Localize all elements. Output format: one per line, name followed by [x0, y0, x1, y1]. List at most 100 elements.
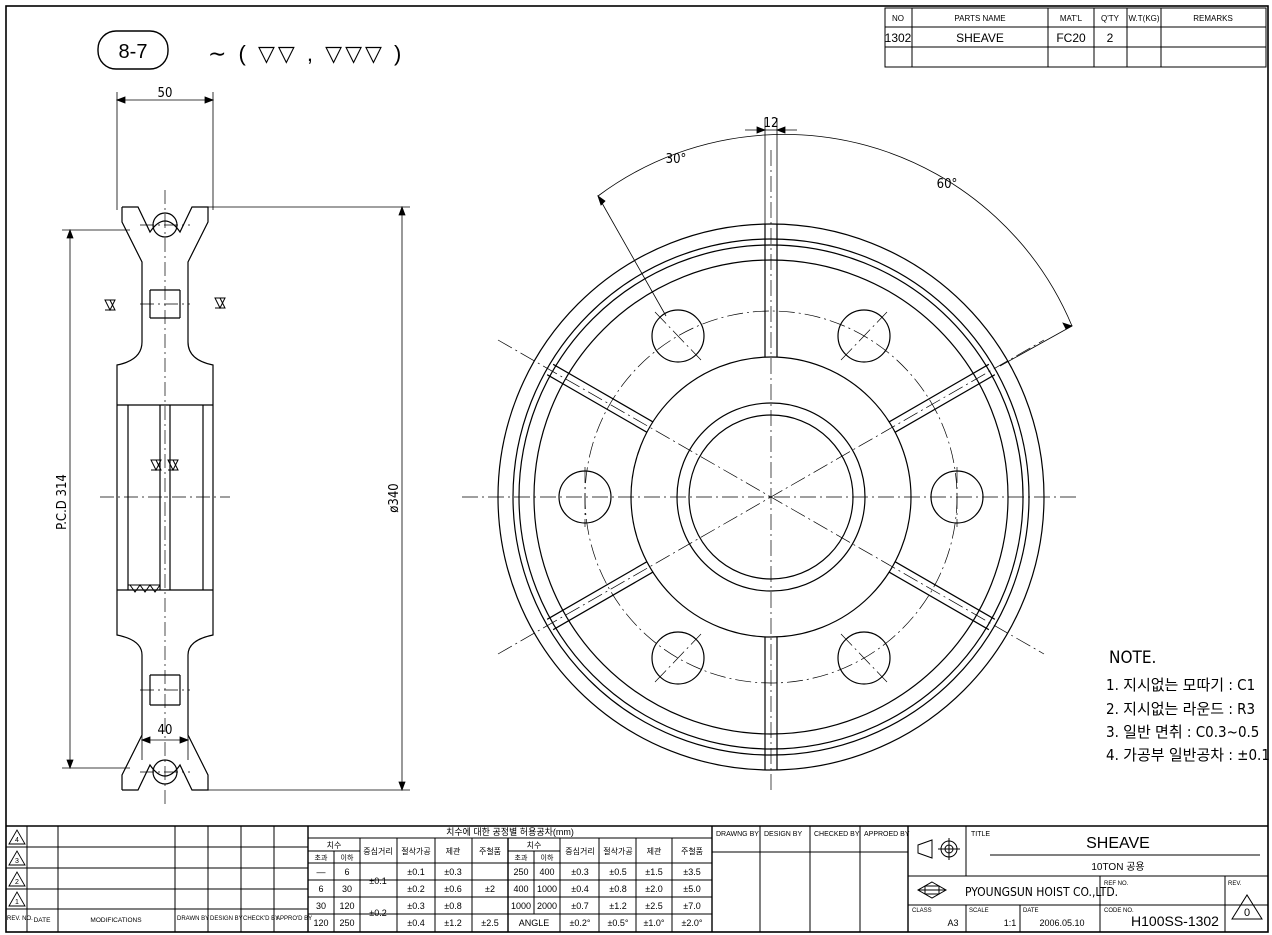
drawing-tag-label: 8-7 — [119, 41, 148, 63]
revision-block: 4 3 2 1 REV. NO. DATE MODIFICATIONS DRAW… — [7, 829, 312, 924]
tol-r-r2-c5: ±7.0 — [683, 901, 700, 911]
tol-l-r1-c3: ±0.2 — [407, 884, 424, 894]
svg-text:2: 2 — [15, 879, 19, 886]
side-view-centerlines — [100, 190, 230, 805]
tol-h-size-r: 치수 — [527, 841, 542, 850]
notes: NOTE. 1. 지시없는 모따기 : C1 2. 지시없는 라운드 : R3 … — [1106, 648, 1270, 764]
tol-r-r1-c2: ±0.4 — [571, 884, 588, 894]
rev-header-checkd: CHECK'D BY — [243, 916, 279, 922]
tol-l-r3-c2: ±0.2 — [369, 908, 386, 918]
class-value: A3 — [947, 918, 958, 928]
tol-h-sub1-r: 초과 — [515, 853, 528, 862]
parts-cell-qty: 2 — [1107, 31, 1114, 45]
tol-h-size-l: 치수 — [327, 841, 342, 850]
tol-l-r3-c5: ±2.5 — [481, 918, 498, 928]
tol-h-cut-r: 절삭가공 — [603, 846, 632, 856]
tol-l-r0-c0: — — [317, 867, 326, 877]
tol-r-r3-c4: ±1.0° — [643, 918, 664, 928]
class-label: CLASS — [912, 908, 932, 914]
tolerance-table: 치수에 대한 공정별 허용공차(mm) 치수 초과 이하 중심거리 절삭가공 제… — [313, 826, 703, 928]
tol-r-r3-c0: ANGLE — [519, 918, 550, 928]
tol-r-r3-c3: ±0.5° — [607, 918, 628, 928]
tol-r-r0-c5: ±3.5 — [683, 867, 700, 877]
drawing-tag: 8-7 — [97, 30, 169, 70]
tol-l-r0-c1: 6 — [344, 867, 349, 877]
dim-angle-30: 30° — [666, 152, 687, 167]
date-label: DATE — [1023, 908, 1039, 914]
tol-l-r2-c3: ±0.3 — [407, 901, 424, 911]
tol-l-r2-c0: 30 — [316, 901, 326, 911]
tol-r-r1-c5: ±5.0 — [683, 884, 700, 894]
tol-r-r3-c5: ±2.0° — [681, 918, 702, 928]
signoff-approed: APPROED BY — [864, 831, 910, 838]
tol-l-r1-c1: 30 — [342, 884, 352, 894]
projection-symbol-icon — [917, 838, 960, 860]
company-name: PYOUNGSUN HOIST CO.,LTD. — [965, 885, 1118, 899]
parts-cell-name: SHEAVE — [956, 31, 1004, 45]
rev-header-design: DESIGN BY — [210, 916, 243, 922]
parts-header-no: NO — [892, 14, 904, 23]
tol-l-r3-c4: ±1.2 — [444, 918, 461, 928]
parts-header-qty: Q'TY — [1101, 14, 1120, 23]
tol-r-r0-c3: ±0.5 — [609, 867, 626, 877]
title-label: TITLE — [971, 831, 990, 838]
side-finish-marks — [104, 297, 226, 593]
drawing-title: SHEAVE — [1086, 835, 1150, 852]
note-2: 2. 지시없는 라운드 : R3 — [1106, 700, 1255, 718]
side-dimensions — [62, 92, 410, 792]
date-value: 2006.05.10 — [1039, 918, 1084, 928]
tol-r-r0-c0: 250 — [513, 867, 528, 877]
rev-header-drawn: DRAWN BY — [177, 916, 209, 922]
tol-l-r3-c0: 120 — [313, 918, 328, 928]
tol-r-r1-c0: 400 — [513, 884, 528, 894]
signoff-block: DRAWNG BY DESIGN BY CHECKED BY APPROED B… — [716, 831, 910, 838]
tol-r-r0-c4: ±1.5 — [645, 867, 662, 877]
tol-r-r2-c1: 2000 — [537, 901, 557, 911]
company-logo — [916, 881, 948, 899]
tol-l-r0-c3: ±0.1 — [407, 867, 424, 877]
dim-hub-40: 40 — [158, 723, 173, 738]
scale-label: SCALE — [969, 908, 989, 914]
tol-r-r3-c2: ±0.2° — [569, 918, 590, 928]
note-3: 3. 일반 면취 : C0.3~0.5 — [1106, 723, 1259, 741]
tol-h-cast-l: 주철품 — [479, 846, 501, 856]
dim-pcd: P.C.D 314 — [55, 474, 70, 530]
tol-r-r0-c1: 400 — [539, 867, 554, 877]
tol-r-r2-c4: ±2.5 — [645, 901, 662, 911]
rev-value: 0 — [1244, 907, 1250, 919]
tol-r-r1-c3: ±0.8 — [609, 884, 626, 894]
ref-label: REF NO. — [1104, 881, 1129, 887]
tol-h-cast-r: 주철품 — [681, 846, 703, 856]
signoff-design: DESIGN BY — [764, 831, 802, 838]
parts-table — [884, 7, 1267, 68]
notes-title: NOTE. — [1109, 648, 1156, 668]
tol-r-r0-c2: ±0.3 — [571, 867, 588, 877]
tol-r-r1-c1: 1000 — [537, 884, 557, 894]
parts-header-name: PARTS NAME — [954, 14, 1005, 23]
tol-l-r3-c3: ±0.4 — [407, 918, 424, 928]
front-dimensions — [597, 118, 1074, 367]
tol-h-sub1-l: 초과 — [315, 853, 328, 862]
rev-header-no: REV. NO. — [7, 916, 33, 922]
surface-finish-symbol: ∼ ( ▽▽ , ▽▽▽ ) — [208, 41, 404, 66]
svg-text:3: 3 — [15, 858, 19, 865]
signoff-checked: CHECKED BY — [814, 831, 860, 838]
rev-header-approd: APPRO'D BY — [276, 916, 312, 922]
tol-title: 치수에 대한 공정별 허용공차(mm) — [446, 826, 574, 837]
tol-h-weld-l: 제관 — [446, 846, 461, 856]
parts-cell-matl: FC20 — [1056, 31, 1086, 45]
tol-h-center-l: 중심거리 — [363, 846, 392, 856]
tol-l-r2-c4: ±0.8 — [444, 901, 461, 911]
tol-h-weld-r: 제관 — [647, 846, 662, 856]
parts-header-matl: MAT'L — [1060, 14, 1083, 23]
revision-triangle-icon — [1231, 894, 1263, 920]
tol-h-cut-l: 절삭가공 — [401, 846, 430, 856]
dim-spoke-12: 12 — [764, 116, 779, 131]
tol-r-r2-c0: 1000 — [511, 901, 531, 911]
code-label: CODE NO. — [1104, 908, 1134, 914]
tol-r-r2-c3: ±1.2 — [609, 901, 626, 911]
tol-r-r1-c4: ±2.0 — [645, 884, 662, 894]
note-4: 4. 가공부 일반공차 : ±0.1 — [1106, 746, 1270, 764]
scale-value: 1:1 — [1004, 918, 1017, 928]
